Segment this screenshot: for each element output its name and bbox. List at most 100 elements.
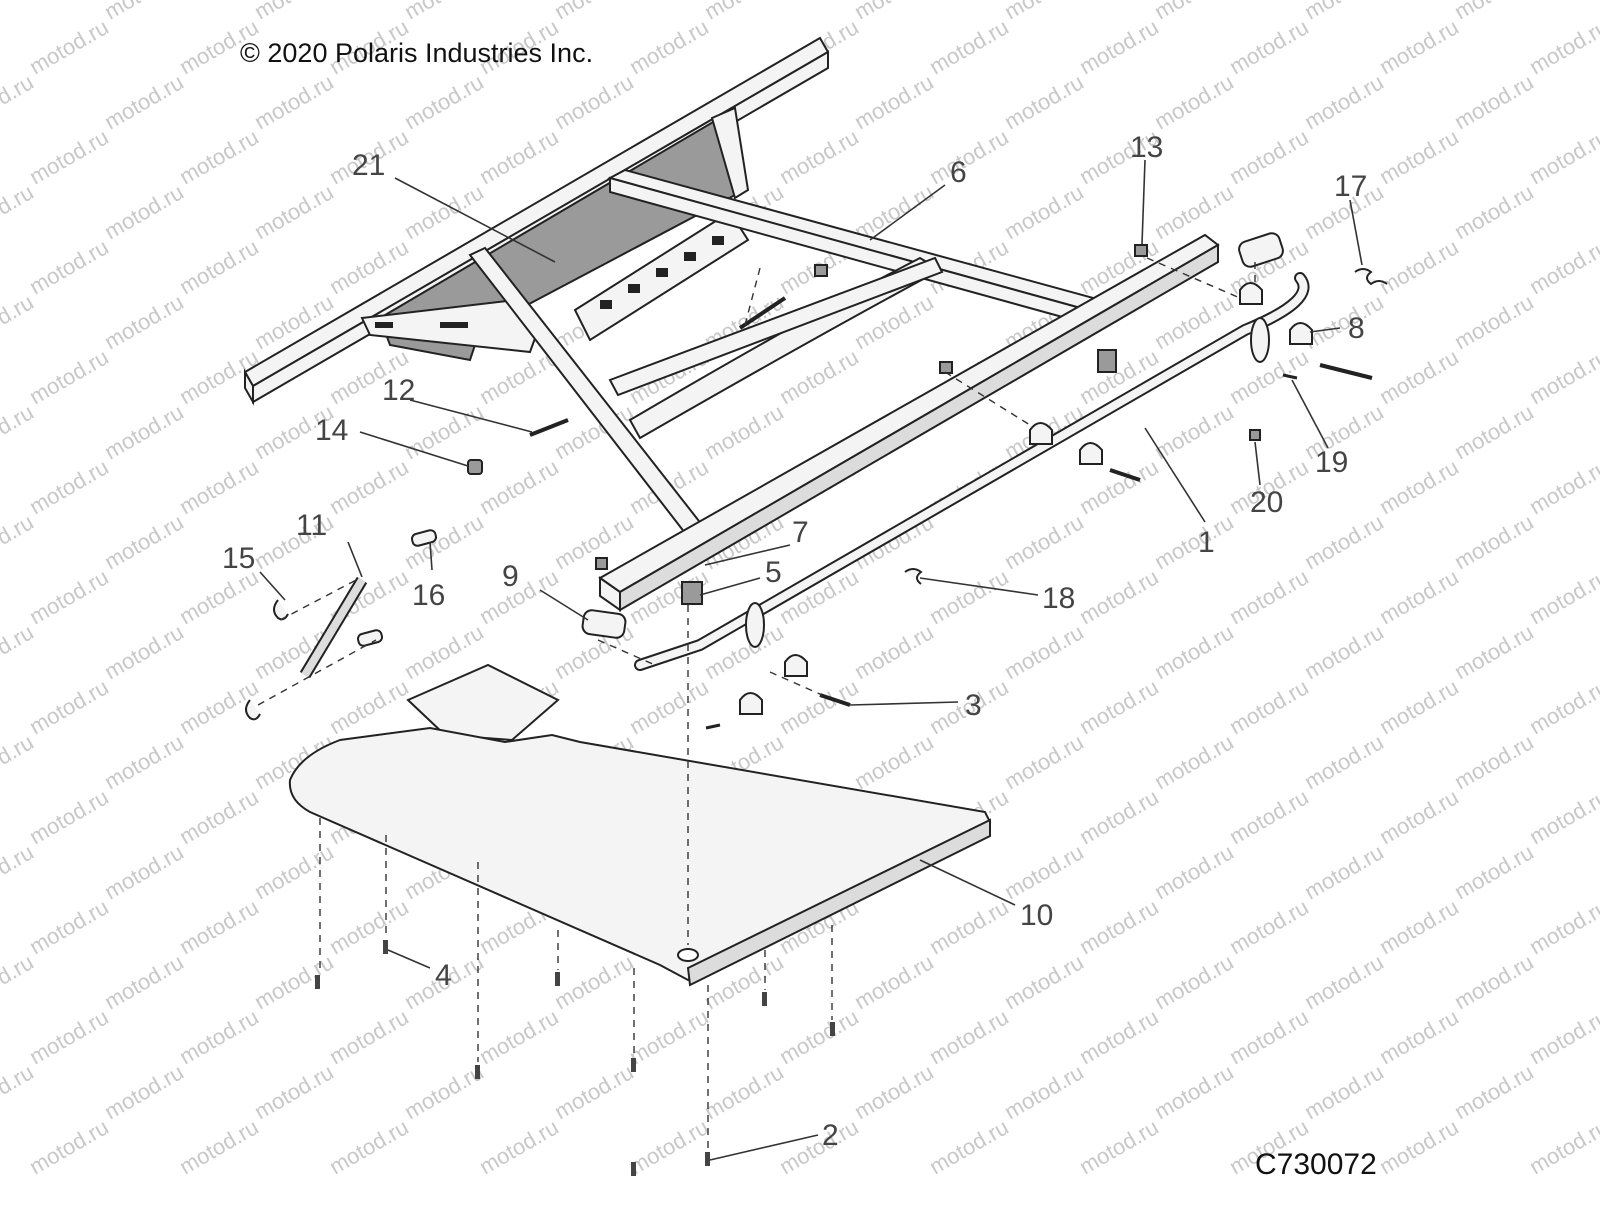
watermark-text: motod.ru [1075,564,1163,629]
watermark-text: motod.ru [250,179,338,244]
watermark-text: motod.ru [0,289,38,354]
watermark-text: motod.ru [1000,69,1088,134]
watermark-text: motod.ru [175,234,263,299]
watermark-text: motod.ru [0,399,38,464]
watermark-text: motod.ru [1150,1059,1238,1124]
watermark-text: motod.ru [1075,1004,1163,1069]
watermark-text: motod.ru [1375,894,1463,959]
watermark-text: motod.ru [1150,399,1238,464]
watermark-text: motod.ru [400,0,488,24]
watermark-text: motod.ru [1525,1004,1600,1069]
watermark-text: motod.ru [475,124,563,189]
watermark-text: motod.ru [925,124,1013,189]
watermark-text: motod.ru [100,289,188,354]
watermark-text: motod.ru [1000,619,1088,684]
watermark-text: motod.ru [850,69,938,134]
watermark-text: motod.ru [0,69,38,134]
watermark-text: motod.ru [1525,894,1600,959]
watermark-text: motod.ru [1525,124,1600,189]
watermark-text: motod.ru [1225,564,1313,629]
watermark-text: motod.ru [850,1059,938,1124]
callout-10: 10 [1020,899,1053,932]
watermark-text: motod.ru [1150,729,1238,794]
hardware [245,232,1388,1176]
watermark-text: motod.ru [250,0,338,24]
watermark-text: motod.ru [850,949,938,1014]
watermark-text: motod.ru [175,1004,263,1069]
watermark-text: motod.ru [1450,1059,1538,1124]
watermark-text: motod.ru [1300,839,1388,904]
watermark-text: motod.ru [1450,839,1538,904]
watermark-text: motod.ru [1525,1114,1600,1179]
watermark-text: motod.ru [1000,729,1088,794]
watermark-text: motod.ru [1300,729,1388,794]
watermark-text: motod.ru [700,0,788,24]
watermark-text: motod.ru [1300,509,1388,574]
skid-plate-10 [288,663,992,987]
watermark-text: motod.ru [700,1059,788,1124]
watermark-text: motod.ru [625,14,713,79]
watermark-text: motod.ru [1450,509,1538,574]
watermark-text: motod.ru [475,1114,563,1179]
callout-20: 20 [1250,486,1283,519]
watermark-text: motod.ru [1450,949,1538,1014]
watermark-text: motod.ru [1450,619,1538,684]
watermark-text: motod.ru [100,399,188,464]
watermark-text: motod.ru [1450,0,1538,24]
callout-13: 13 [1130,131,1163,164]
watermark-text: motod.ru [1075,894,1163,959]
copyright-notice: © 2020 Polaris Industries Inc. [240,38,594,68]
watermark-text: motod.ru [1150,509,1238,574]
watermark-text: motod.ru [625,674,713,739]
watermark-text: motod.ru [1450,69,1538,134]
watermark-text: motod.ru [1450,289,1538,354]
watermark-text: motod.ru [925,894,1013,959]
figure-code: C730072 [1255,1148,1377,1181]
watermark-text: motod.ru [1525,234,1600,299]
watermark-text: motod.ru [1375,234,1463,299]
watermark-text: motod.ru [850,0,938,24]
leader-lines [259,159,1363,1161]
watermark-text: motod.ru [1450,179,1538,244]
watermark-text: motod.ru [175,454,263,519]
callouts: 21 6 13 17 8 12 14 1 19 20 11 15 16 7 5 … [222,131,1367,1152]
watermark-text: motod.ru [1375,1004,1463,1069]
watermark-text: motod.ru [325,1004,413,1069]
watermark-text: motod.ru [325,454,413,519]
watermark-text: motod.ru [100,1059,188,1124]
watermark-text: motod.ru [925,14,1013,79]
callout-9: 9 [502,560,519,593]
watermark-text: motod.ru [175,784,263,849]
watermark-text: motod.ru [175,124,263,189]
assembly-lines [257,257,1256,1150]
watermark-text: motod.ru [1000,839,1088,904]
watermark-text: motod.ru [400,69,488,134]
watermark-text: motod.ru [25,784,113,849]
watermark-text: motod.ru [400,179,488,244]
callout-21: 21 [352,149,385,182]
watermark-text: motod.ru [175,894,263,959]
watermark-text: motod.ru [400,1059,488,1124]
watermark-text: motod.ru [1525,674,1600,739]
watermark-text: motod.ru [0,619,38,684]
watermark-text: motod.ru [1375,564,1463,629]
watermark-text: motod.ru [0,949,38,1014]
watermark-text: motod.ru [1525,14,1600,79]
watermark-text: motod.ru [850,619,938,684]
watermark-text: motod.ru [250,839,338,904]
watermark-text: motod.ru [1000,0,1088,24]
watermark-text: motod.ru [550,69,638,134]
watermark-text: motod.ru [100,729,188,794]
watermark-text: motod.ru [1225,1004,1313,1069]
watermark-text: motod.ru [100,509,188,574]
callout-12: 12 [382,374,415,407]
rear-frame-21 [243,36,1220,612]
watermark-text: motod.ru [0,839,38,904]
watermark-text: motod.ru [1525,454,1600,519]
watermark-text: motod.ru [475,454,563,519]
watermark-text: motod.ru [0,509,38,574]
watermark-text: motod.ru [1525,564,1600,629]
watermark-text: motod.ru [1150,179,1238,244]
watermark-text: motod.ru [1375,344,1463,409]
